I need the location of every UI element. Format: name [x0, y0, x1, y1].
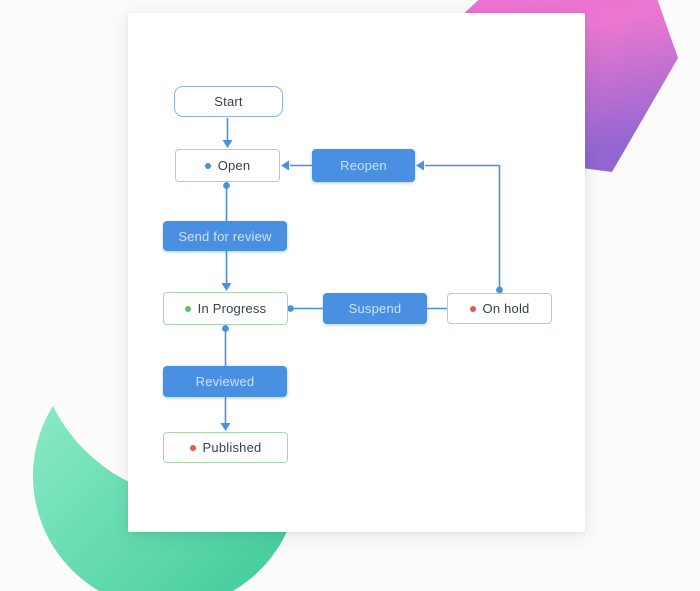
node-start-label: Start — [214, 94, 243, 109]
node-in-progress[interactable]: In Progress — [163, 292, 288, 325]
node-published-label: Published — [202, 440, 262, 455]
node-reopen-label: Reopen — [340, 158, 387, 173]
status-dot-red-icon — [469, 305, 476, 312]
status-dot-red-icon — [189, 444, 196, 451]
node-start[interactable]: Start — [174, 86, 283, 117]
node-on-hold[interactable]: On hold — [447, 293, 552, 324]
node-send-for-review[interactable]: Send for review — [163, 221, 287, 251]
node-published[interactable]: Published — [163, 432, 288, 463]
node-reviewed-label: Reviewed — [195, 374, 255, 389]
node-open-label: Open — [217, 158, 251, 173]
node-in-progress-label: In Progress — [197, 301, 267, 316]
node-reopen[interactable]: Reopen — [312, 149, 415, 182]
status-dot-blue-icon — [204, 162, 211, 169]
node-open[interactable]: Open — [175, 149, 280, 182]
node-send-for-review-label: Send for review — [178, 228, 272, 244]
node-on-hold-label: On hold — [482, 301, 530, 316]
node-suspend-label: Suspend — [348, 301, 402, 316]
node-reviewed[interactable]: Reviewed — [163, 366, 287, 397]
status-dot-green-icon — [184, 305, 191, 312]
node-suspend[interactable]: Suspend — [323, 293, 427, 324]
